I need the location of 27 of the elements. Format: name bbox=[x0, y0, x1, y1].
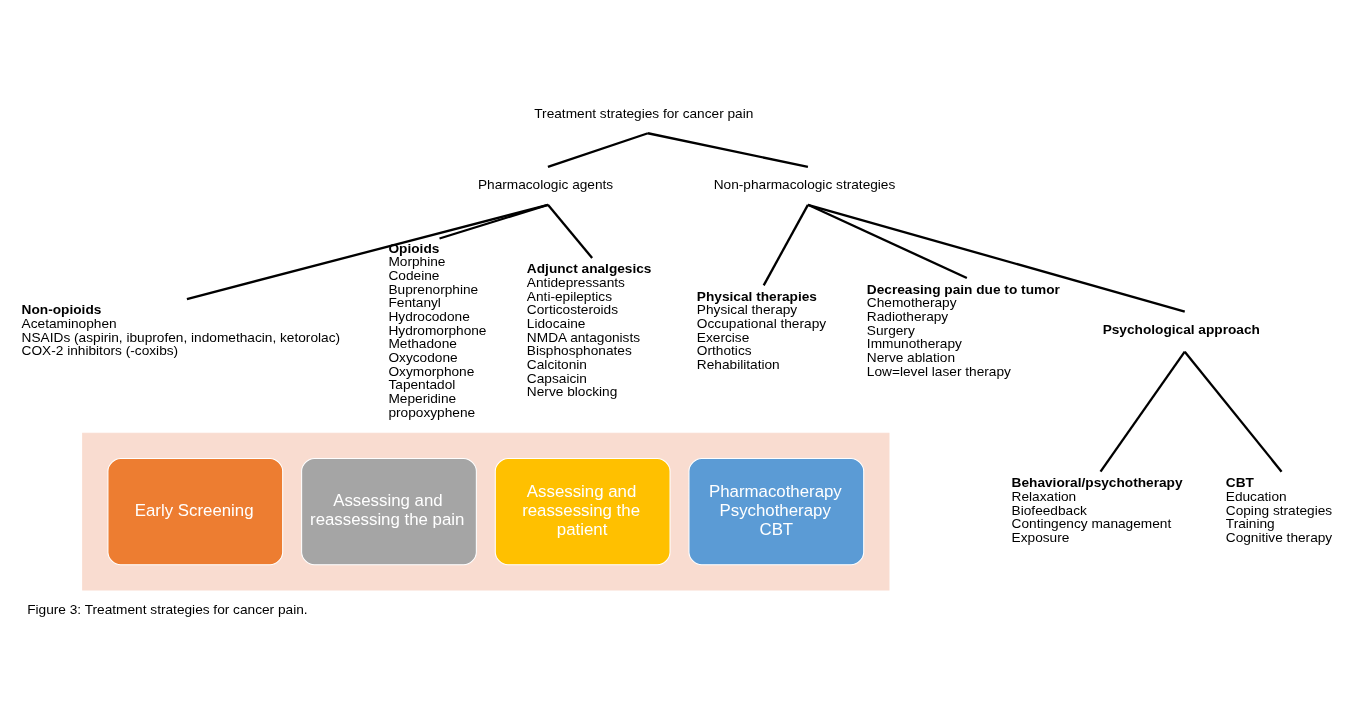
node-text: Decreasing pain due to tumor Chemotherapy Radiotherapy Surgery Immunotherapy Nerve ablation Low=level laser therapy bbox=[866, 281, 1060, 379]
connector bbox=[547, 132, 648, 169]
node-text: Physical therapies Physical therapy Occupational therapy Exercise Orthotics Rehabilitation bbox=[696, 288, 826, 372]
caption: Figure 3: Treatment strategies for cancer pain. bbox=[26, 601, 308, 617]
connector bbox=[807, 203, 1185, 313]
connector bbox=[546, 204, 593, 259]
node-text: Psychological approach bbox=[1102, 322, 1260, 338]
node-box: Assessing and reassessing the patient bbox=[494, 457, 671, 566]
connector bbox=[438, 203, 548, 240]
connector bbox=[647, 132, 808, 169]
cluster bbox=[81, 432, 889, 591]
node-text: CBT Education Coping strategies Training Cognitive therapy bbox=[1225, 475, 1332, 546]
node-text: Opioids Morphine Codeine Buprenorphine Fentanyl Hydrocodone Hydromorphone Methadone Oxycodone Oxymorphone Tapentadol Meperidine propoxyphene bbox=[387, 240, 487, 420]
node-text: Adjunct analgesics Antidepressants Anti-epileptics Corticosteroids Lidocaine NMDA antagonists Bisphosphonates Calcitonin Capsaicin Nerve blocking bbox=[526, 261, 651, 400]
connector bbox=[806, 203, 967, 280]
connector bbox=[186, 203, 548, 301]
node-text: Pharmacologic agents bbox=[477, 177, 613, 193]
connector bbox=[1183, 350, 1282, 473]
node-box: Early Screening bbox=[106, 457, 283, 566]
connector bbox=[1099, 351, 1186, 473]
node-box: Assessing and reassessing the pain bbox=[300, 457, 477, 566]
node-text: Non-pharmacologic strategies bbox=[713, 177, 895, 193]
node-box: Pharmacotherapy Psychotherapy CBT bbox=[687, 457, 864, 566]
connector bbox=[762, 204, 809, 286]
node-text: Treatment strategies for cancer pain bbox=[533, 105, 753, 121]
node-text: Behavioral/psychotherapy Relaxation Biofeedback Contingency management Exposure bbox=[1011, 475, 1183, 546]
node-text: Non-opioids Acetaminophen NSAIDs (aspirin, ibuprofen, indomethacin, ketorolac) COX-2 inhibitors (-coxibs) bbox=[21, 302, 340, 359]
